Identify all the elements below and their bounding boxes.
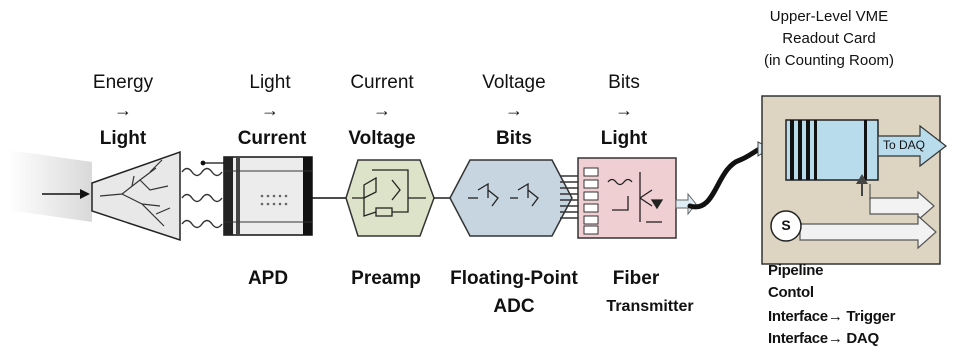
pipeline-line3: Interface→ Trigger	[768, 308, 896, 325]
vme-title-line3: (in Counting Room)	[763, 52, 895, 69]
stage1-arrow: →	[114, 100, 132, 120]
pipeline-line4: Interface→ DAQ	[768, 330, 879, 347]
photon-waves	[181, 167, 223, 229]
pipeline-line1: Pipeline	[768, 262, 824, 279]
adc-circuit	[468, 182, 539, 207]
fiber-label-line1: Fiber	[612, 268, 660, 289]
stage3-from: Current	[350, 72, 414, 93]
preamp-label: Preamp	[351, 268, 421, 289]
pipeline-buffer-bars	[790, 120, 867, 180]
trigger-output-arrow	[869, 190, 935, 222]
stage4-to: Bits	[496, 128, 532, 149]
preamp-circuit	[352, 169, 426, 217]
incident-particle-arrowhead	[80, 189, 90, 199]
s-control-circle	[770, 210, 802, 242]
particle-beam-wedge	[8, 150, 92, 222]
s-symbol: S	[781, 217, 791, 233]
stage5-to: Light	[600, 128, 648, 149]
scintillator-crystal	[91, 150, 181, 242]
stage3-to: Voltage	[348, 128, 416, 149]
stage5-from: Bits	[608, 72, 640, 93]
pipeline-line2: Contol	[768, 284, 814, 301]
transmitter-circuit	[607, 172, 664, 223]
transmitter-registers	[583, 167, 599, 235]
stage2-to: Current	[237, 128, 307, 149]
digital-bus	[560, 175, 578, 219]
fiber-output-arrow	[675, 192, 697, 216]
apd-label: APD	[247, 268, 289, 289]
fiber-label-line2: Transmitter	[606, 298, 694, 315]
stage2-from: Light	[249, 72, 291, 93]
vme-title-line2: Readout Card	[782, 30, 876, 47]
to-daq-arrow	[877, 124, 947, 168]
stage2-arrow: →	[261, 100, 279, 120]
shower-tracks	[99, 159, 171, 227]
stage1-from: Energy	[92, 72, 154, 93]
adc-label-line1: Floating-Point	[450, 268, 578, 289]
stage3-arrow: →	[373, 100, 391, 120]
to-daq-label: To DAQ	[882, 138, 925, 152]
adc-label-line2: ADC	[493, 296, 535, 317]
stage4-from: Voltage	[482, 72, 546, 93]
optical-fiber-cable	[687, 145, 765, 210]
vme-title-line1: Upper-Level VME	[769, 8, 889, 25]
stage5-arrow: →	[615, 100, 633, 120]
stage1-to: Light	[99, 128, 147, 149]
stage4-arrow: →	[505, 100, 523, 120]
control-output-arrow	[799, 214, 937, 250]
